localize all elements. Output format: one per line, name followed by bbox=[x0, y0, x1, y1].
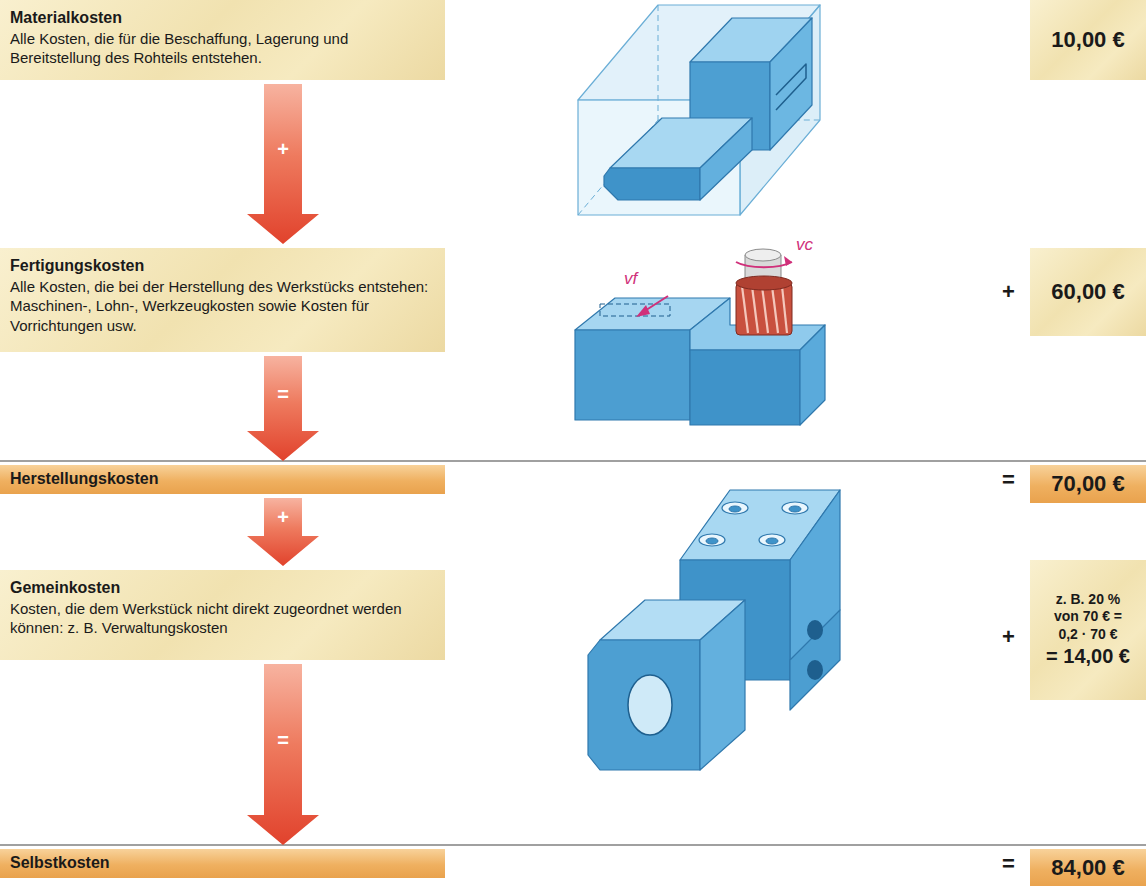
cutting-velocity-label: vc bbox=[796, 236, 813, 253]
feed-velocity-label: vf bbox=[624, 270, 637, 287]
arrow-operator: + bbox=[277, 139, 289, 159]
box-heading: Selbstkosten bbox=[10, 853, 110, 874]
arrow-operator: = bbox=[277, 384, 289, 404]
raw-part-illustration bbox=[578, 5, 820, 215]
box-description: Alle Kosten, die für die Beschaffung, La… bbox=[10, 29, 435, 68]
box-heading: Materialkosten bbox=[10, 8, 435, 29]
milling-illustration bbox=[575, 249, 825, 425]
flow-arrow bbox=[247, 84, 319, 244]
cost-box: FertigungskostenAlle Kosten, die bei der… bbox=[0, 248, 445, 352]
arrow-operator: = bbox=[277, 730, 289, 750]
plus-sign: + bbox=[1002, 626, 1015, 648]
plus-sign: + bbox=[1002, 281, 1015, 303]
equals-sign: = bbox=[1002, 853, 1015, 875]
cost-box: MaterialkostenAlle Kosten, die für die B… bbox=[0, 0, 445, 80]
amount-value: 84,00 € bbox=[1051, 855, 1124, 881]
separator-lines bbox=[0, 461, 1146, 845]
box-heading: Herstellungskosten bbox=[10, 469, 158, 490]
value-box: z. B. 20 % von 70 € = 0,2 · 70 €= 14,00 … bbox=[1030, 560, 1146, 700]
box-heading: Fertigungskosten bbox=[10, 256, 435, 277]
value-box: 10,00 € bbox=[1030, 0, 1146, 80]
amount-value: = 14,00 € bbox=[1046, 643, 1130, 669]
box-heading: Gemeinkosten bbox=[10, 578, 435, 599]
value-box: 84,00 € bbox=[1030, 849, 1146, 886]
box-description: Alle Kosten, die bei der Herstellung des… bbox=[10, 277, 435, 336]
value-box: 60,00 € bbox=[1030, 248, 1146, 336]
equals-sign: = bbox=[1002, 469, 1015, 491]
flow-arrow bbox=[247, 356, 319, 461]
total-band: Herstellungskosten bbox=[0, 465, 445, 494]
calculation-note: z. B. 20 % von 70 € = 0,2 · 70 € bbox=[1044, 591, 1132, 644]
total-band: Selbstkosten bbox=[0, 849, 445, 878]
flow-arrow bbox=[247, 498, 319, 566]
cost-box: GemeinkostenKosten, die dem Werkstück ni… bbox=[0, 570, 445, 660]
arrow-operator: + bbox=[277, 507, 289, 527]
finished-part-illustration bbox=[588, 490, 840, 770]
box-description: Kosten, die dem Werkstück nicht direkt z… bbox=[10, 599, 435, 638]
amount-value: 70,00 € bbox=[1051, 471, 1124, 497]
amount-value: 60,00 € bbox=[1051, 279, 1124, 305]
amount-value: 10,00 € bbox=[1051, 27, 1124, 53]
value-box: 70,00 € bbox=[1030, 465, 1146, 503]
flow-arrow bbox=[247, 664, 319, 845]
